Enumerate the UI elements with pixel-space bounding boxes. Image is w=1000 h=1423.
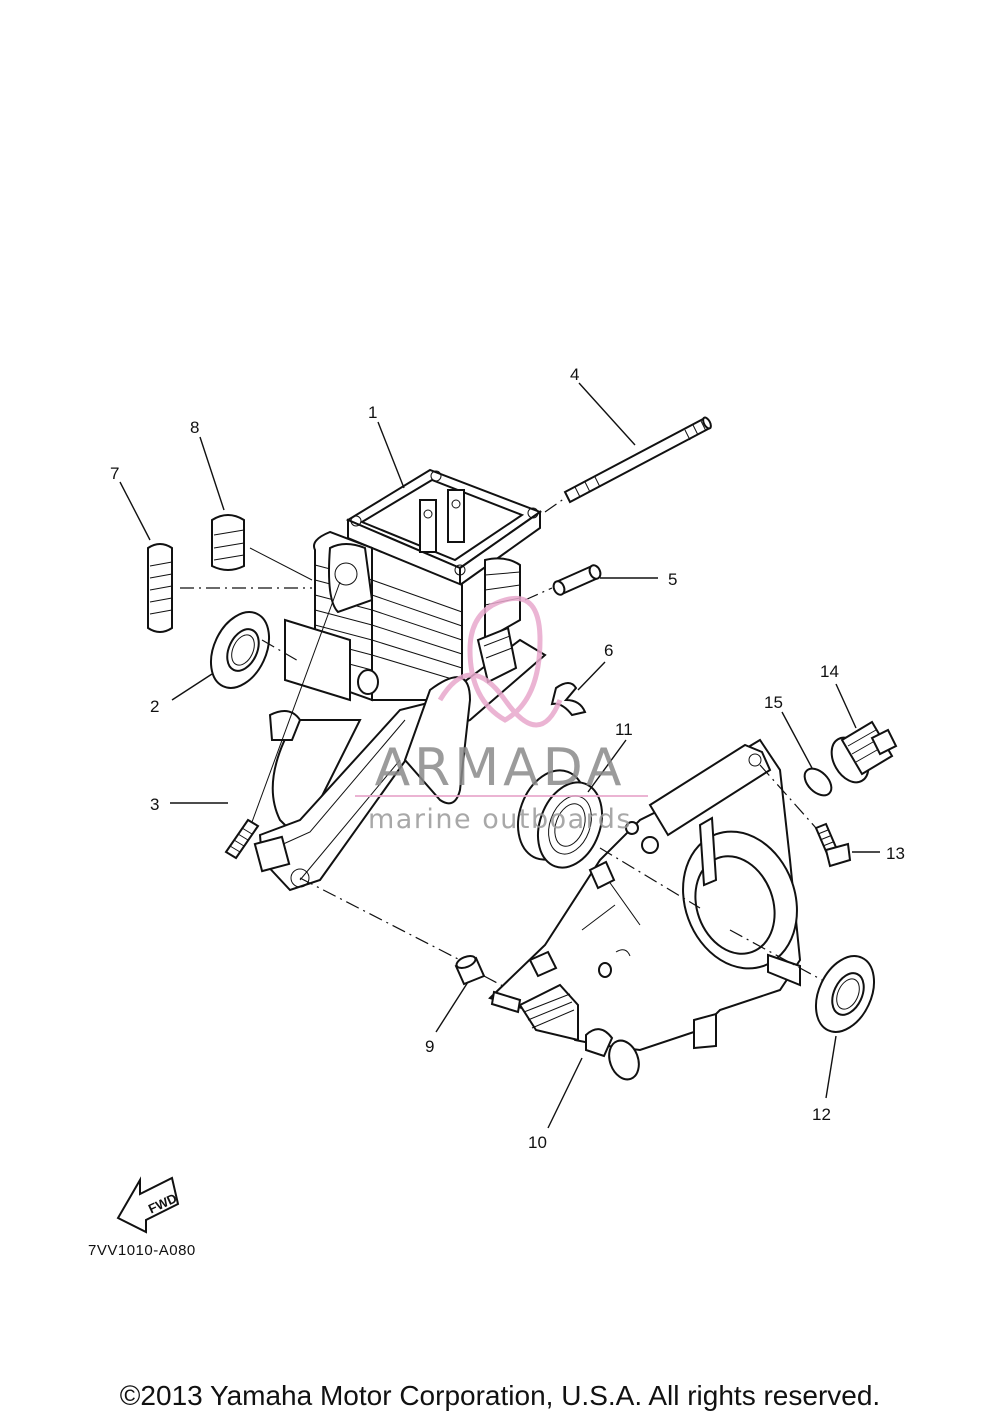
armada-watermark: ARMADA marine outboards bbox=[355, 596, 648, 835]
dowel-pin-9 bbox=[454, 955, 486, 986]
callout-14: 14 bbox=[820, 662, 839, 681]
callout-11: 11 bbox=[615, 720, 633, 739]
copyright-notice: ©2013 Yamaha Motor Corporation, U.S.A. A… bbox=[119, 1380, 881, 1411]
armada-logo-mark bbox=[437, 596, 563, 728]
watermark-brand: ARMADA bbox=[375, 738, 626, 798]
callout-15: 15 bbox=[764, 693, 783, 712]
guide-8 bbox=[211, 514, 245, 571]
bearing-11 bbox=[517, 769, 603, 869]
callout-1: 1 bbox=[368, 403, 377, 422]
callout-4: 4 bbox=[570, 365, 579, 384]
callout-6: 6 bbox=[604, 641, 613, 660]
cylinder-block bbox=[253, 468, 547, 892]
stud-3 bbox=[224, 818, 260, 860]
dowel-pin-5 bbox=[552, 564, 602, 596]
callout-2: 2 bbox=[150, 697, 159, 716]
crankcase-cover bbox=[488, 738, 802, 1081]
o-ring-15 bbox=[803, 767, 833, 797]
bolt-13 bbox=[814, 822, 852, 868]
reference-code: 7VV1010-A080 bbox=[88, 1242, 196, 1259]
fwd-arrow-icon: FWD bbox=[116, 1176, 179, 1234]
oil-seal-12 bbox=[814, 955, 876, 1033]
drain-plug-14 bbox=[830, 720, 898, 784]
callout-12: 12 bbox=[812, 1105, 831, 1124]
callout-9: 9 bbox=[425, 1037, 434, 1056]
callout-8: 8 bbox=[190, 418, 199, 437]
callout-7: 7 bbox=[110, 464, 119, 483]
oil-seal-2 bbox=[209, 611, 271, 689]
clip-6 bbox=[550, 682, 587, 717]
callout-10: 10 bbox=[528, 1133, 547, 1152]
callout-13: 13 bbox=[886, 844, 905, 863]
guide-7 bbox=[147, 543, 173, 633]
callout-3: 3 bbox=[150, 795, 159, 814]
callout-5: 5 bbox=[668, 570, 677, 589]
stud-bolt bbox=[563, 416, 712, 504]
watermark-tagline: marine outboards bbox=[368, 804, 632, 835]
